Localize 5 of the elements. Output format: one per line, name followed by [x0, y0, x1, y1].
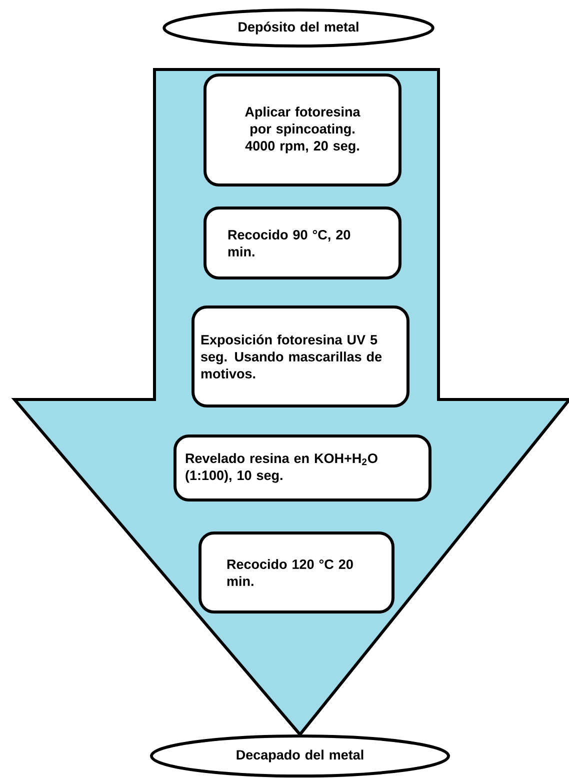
process-box: Recocido 120 °C 20 min. — [198, 532, 394, 614]
process-box: Exposición fotoresina UV 5 seg. Usando mascarillas de motivos. — [192, 306, 410, 408]
process-box: Recocido 90 °C, 20 min. — [204, 206, 402, 280]
process-box: Revelado resina en KOH+H$_{2}$O (1:100), 10 seg. — [174, 434, 432, 502]
process-box: Aplicar fotoresina por spincoating. 4000 rpm, 20 seg. — [204, 74, 402, 186]
